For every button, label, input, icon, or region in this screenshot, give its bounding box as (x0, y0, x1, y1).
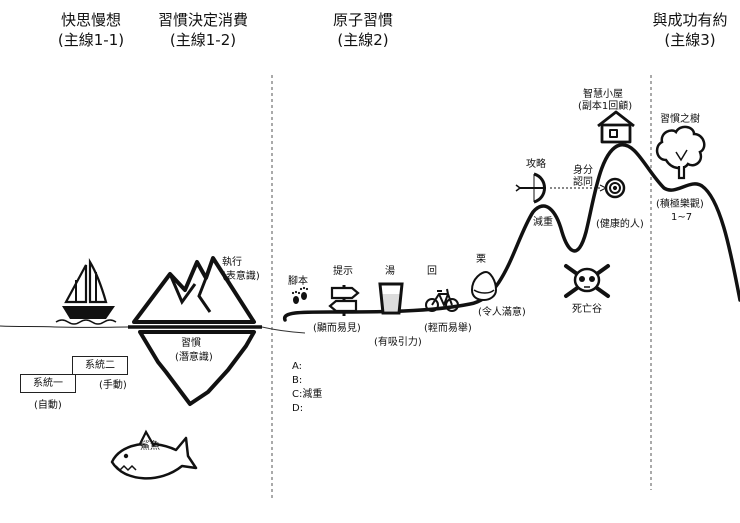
goal-item-b: B: (292, 375, 303, 386)
iceberg-below-label: 習慣 (181, 338, 201, 349)
healthy-note: (健康的人) (596, 219, 644, 230)
system-one-label: 系統一 (33, 378, 63, 389)
goal-list: A: B: C:減重 D: (292, 360, 322, 416)
identity-label-1: 身分 (573, 165, 593, 176)
cue-label: 腳本 (288, 276, 308, 287)
attractive-note: (有吸引力) (374, 337, 422, 348)
sign-label: 提示 (333, 266, 353, 277)
loop-label: 回 (427, 266, 437, 277)
target-icon (604, 177, 626, 199)
header-seven-habits-sub: (主線3) (664, 31, 716, 49)
system-two-box: 系統二 (72, 356, 128, 375)
sailboat-icon (55, 258, 117, 325)
system-two-note: (手動) (99, 380, 127, 391)
shark-icon (110, 429, 198, 480)
death-valley-label: 死亡谷 (572, 304, 602, 315)
attack-label: 攻略 (526, 159, 546, 170)
iceberg-below-note: (潛意識) (175, 352, 213, 363)
identity-label-2: 認同 (573, 177, 593, 188)
chestnut-icon (470, 270, 498, 302)
cabin-note: (副本1回顧) (578, 101, 633, 112)
bicycle-icon (425, 288, 459, 312)
chestnut-label: 栗 (476, 254, 486, 265)
tree-label: 習慣之樹 (660, 114, 700, 125)
goal-item-d: D: (292, 403, 304, 414)
header-habit-consumption: 習慣決定消費 (主線1-2) (148, 10, 258, 50)
header-seven-habits-title: 與成功有約 (652, 11, 728, 29)
shark-label: 鯊魚 (140, 441, 160, 452)
water-line (0, 325, 131, 328)
footprint-icon (291, 286, 309, 304)
goal-item-a: A: (292, 361, 303, 372)
header-habit-consumption-title: 習慣決定消費 (157, 11, 248, 29)
satisfying-note: (令人滿意) (478, 307, 526, 318)
header-fast-slow-title: 快思慢想 (60, 11, 121, 29)
tree-range: 1~7 (671, 212, 693, 223)
cabin-label: 智慧小屋 (583, 89, 623, 100)
header-fast-slow: 快思慢想 (主線1-1) (46, 10, 136, 50)
house-icon (597, 110, 635, 144)
iceberg-above-label: 執行 (222, 257, 242, 268)
journey-path (283, 143, 740, 322)
header-fast-slow-sub: (主線1-1) (57, 31, 125, 49)
tree-icon (655, 125, 706, 180)
system-one-box: 系統一 (20, 374, 76, 393)
obvious-note: (顯而易見) (313, 323, 361, 334)
wave-line (261, 326, 306, 334)
header-atomic-habits-sub: (主線2) (337, 31, 389, 49)
goal-item-c: C:減重 (292, 389, 323, 400)
soup-label: 湯 (385, 266, 395, 277)
system-one-note: (自動) (34, 400, 62, 411)
header-seven-habits: 與成功有約 (主線3) (640, 10, 740, 50)
bow-arrow-icon (515, 172, 546, 204)
header-atomic-habits-title: 原子習慣 (332, 11, 393, 29)
weight-loss-label: 減重 (533, 217, 553, 228)
system-two-label: 系統二 (85, 360, 115, 371)
header-habit-consumption-sub: (主線1-2) (169, 31, 237, 49)
tree-note: (積極樂觀) (656, 199, 704, 210)
easy-note: (輕而易舉) (424, 323, 472, 334)
skull-crossbones-icon (564, 264, 610, 298)
iceberg-icon (132, 256, 256, 406)
signpost-icon (328, 285, 360, 316)
iceberg-above-note: (表意識) (222, 271, 260, 282)
water-glass-icon (378, 282, 404, 315)
header-atomic-habits: 原子習慣 (主線2) (318, 10, 408, 50)
